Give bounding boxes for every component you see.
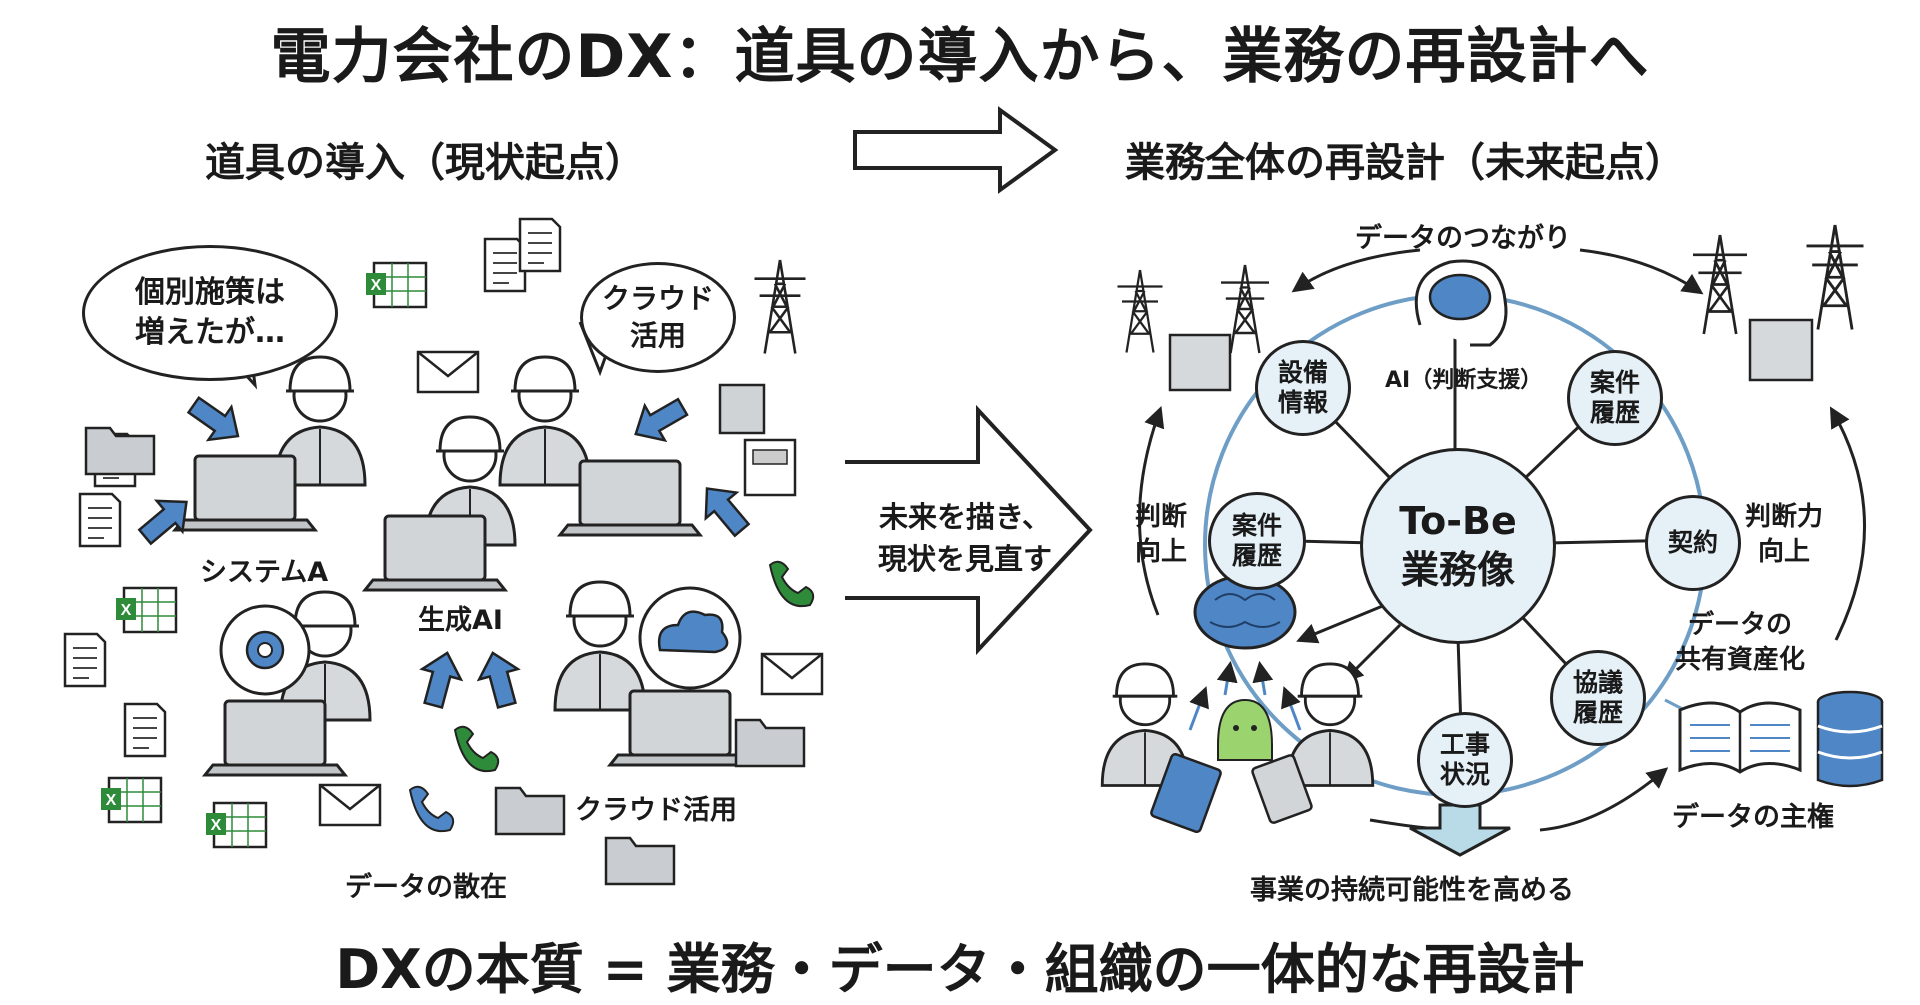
page-title: 電力会社のDX：道具の導入から、業務の再設計へ (270, 22, 1650, 92)
to-be-hub: To-Be 業務像 (1360, 448, 1556, 644)
speech-bubble-individual-measures: 個別施策は 増えたが… (82, 245, 338, 381)
label-business-sustainability: 事業の持続可能性を高める (1250, 875, 1574, 906)
label-data-sovereignty: データの主権 (1672, 802, 1834, 833)
label-ai-support: AI（判断支援） (1385, 368, 1543, 393)
center-arrow-text: 未来を描き、 現状を見直す (877, 500, 1052, 577)
label-judgment-up-left: 判断 向上 (1135, 502, 1188, 568)
bottom-statement: DXの本質 = 業務・データ・組織の一体的な再設計 (335, 938, 1585, 1001)
label-data-connection: データのつながり (1355, 223, 1571, 254)
speech-bubble-cloud: クラウド 活用 (580, 262, 736, 373)
right-heading: 業務全体の再設計（未来起点） (1125, 140, 1685, 186)
label-cloud-usage: クラウド活用 (575, 795, 737, 826)
label-data-scatter: データの散在 (345, 872, 507, 903)
label-judgment-up-right: 判断力 向上 (1745, 502, 1824, 568)
node-consultation-history: 協議 履歴 (1550, 650, 1646, 746)
label-system-a: システムA (200, 557, 329, 588)
node-contract: 契約 (1645, 495, 1741, 591)
left-heading: 道具の導入（現状起点） (205, 140, 645, 186)
node-case-history-left: 案件 履歴 (1208, 492, 1306, 590)
node-construction-status: 工事 状況 (1417, 712, 1513, 808)
label-data-shared-asset: データの 共有資産化 (1675, 610, 1806, 676)
node-equipment-info: 設備 情報 (1255, 340, 1351, 436)
node-case-history-top: 案件 履歴 (1567, 350, 1663, 446)
label-gen-ai: 生成AI (418, 605, 503, 636)
